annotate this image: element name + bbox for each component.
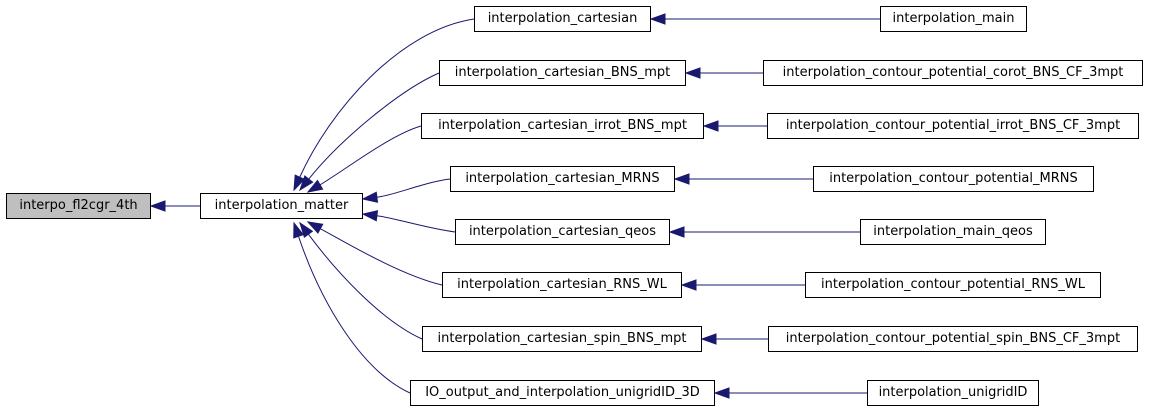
node-interpolation-matter[interactable]: interpolation_matter <box>200 193 363 219</box>
edge-main-qeos-arrowhead <box>668 226 685 238</box>
edge-io-output-to-matter-arrowhead <box>293 221 305 239</box>
edge-cart-qeos-to-matter-arrowhead <box>361 210 379 222</box>
edge-cart-spin-to-matter-arrowhead <box>299 221 314 239</box>
node-interpolation-main[interactable]: interpolation_main <box>880 6 1027 32</box>
edge-mrns-arrowhead <box>673 173 690 185</box>
edge-matter-to-root-arrowhead <box>149 200 166 212</box>
node-interpolation-cartesian-spin-bns-mpt[interactable]: interpolation_cartesian_spin_BNS_mpt <box>422 326 702 352</box>
edge-cart-irrot-to-matter-arrowhead <box>306 179 324 193</box>
edge-cartesian-to-matter <box>299 18 475 178</box>
edge-cart-mrns-to-matter-arrowhead <box>361 191 379 203</box>
edge-cart-mrns-to-matter <box>376 178 451 198</box>
edge-cartesian-to-matter-arrowhead <box>293 174 306 192</box>
edge-corot-arrowhead <box>684 67 701 79</box>
edge-cart-bns-to-matter-arrowhead <box>299 175 314 192</box>
node-interpolation-cartesian[interactable]: interpolation_cartesian <box>474 6 651 32</box>
edge-cart-qeos-to-matter <box>376 215 456 233</box>
node-interpolation-cartesian-mrns[interactable]: interpolation_cartesian_MRNS <box>450 166 675 192</box>
edge-cart-rns-wl-to-matter <box>320 228 443 286</box>
edge-cart-irrot-to-matter <box>319 125 422 186</box>
node-interpo-fl2cgr-4th: interpo_fl2cgr_4th <box>6 193 151 219</box>
edge-unigrid-arrowhead <box>713 387 730 399</box>
edge-rns-wl-arrowhead <box>680 279 697 291</box>
node-interpolation-cartesian-irrot-bns-mpt[interactable]: interpolation_cartesian_irrot_BNS_mpt <box>421 113 704 139</box>
node-contour-potential-rns-wl[interactable]: interpolation_contour_potential_RNS_WL <box>805 272 1101 298</box>
node-interpolation-cartesian-bns-mpt[interactable]: interpolation_cartesian_BNS_mpt <box>439 60 686 86</box>
node-contour-potential-corot[interactable]: interpolation_contour_potential_corot_BN… <box>763 60 1143 86</box>
node-contour-potential-irrot[interactable]: interpolation_contour_potential_irrot_BN… <box>767 113 1139 139</box>
node-contour-potential-mrns[interactable]: interpolation_contour_potential_MRNS <box>813 166 1094 192</box>
edge-cart-rns-wl-to-matter-arrowhead <box>306 221 324 234</box>
edge-cart-spin-to-matter <box>307 233 423 340</box>
node-contour-potential-spin[interactable]: interpolation_contour_potential_spin_BNS… <box>768 326 1138 352</box>
node-io-output-unigridid-3d[interactable]: IO_output_and_interpolation_unigridID_3D <box>410 380 715 406</box>
node-interpolation-cartesian-qeos[interactable]: interpolation_cartesian_qeos <box>455 219 670 245</box>
edge-main-arrowhead <box>649 13 666 25</box>
edge-cart-bns-to-matter <box>308 72 440 180</box>
node-interpolation-unigridid[interactable]: interpolation_unigridID <box>867 380 1039 406</box>
edge-io-output-to-matter <box>298 236 411 394</box>
edge-spin-arrowhead <box>700 333 717 345</box>
edge-irrot-arrowhead <box>702 120 719 132</box>
node-interpolation-cartesian-rns-wl[interactable]: interpolation_cartesian_RNS_WL <box>442 272 682 298</box>
node-interpolation-main-qeos[interactable]: interpolation_main_qeos <box>860 219 1046 245</box>
